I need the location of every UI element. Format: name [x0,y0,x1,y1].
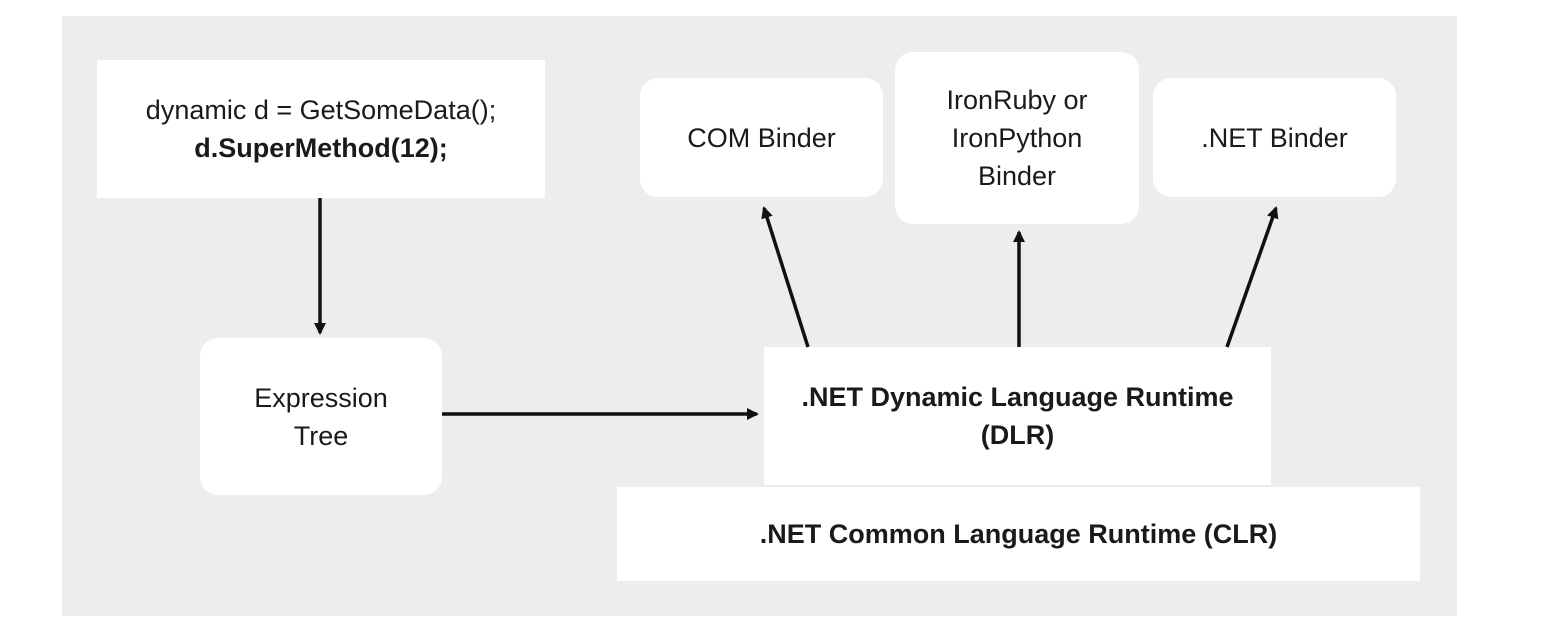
expression-tree-line-2: Tree [293,420,349,451]
dlr-box: .NET Dynamic Language Runtime (DLR) [764,347,1271,485]
net-binder-label: .NET Binder [1201,122,1348,153]
iron-binder-line-1: IronRuby or [946,85,1088,115]
iron-binder-line-2: IronPython [951,123,1083,153]
clr-label: .NET Common Language Runtime (CLR) [759,519,1278,549]
code-line-call: d.SuperMethod(12); [194,133,448,163]
iron-binder-line-3: Binder [977,161,1057,191]
expression-tree-box: Expression Tree [200,338,442,495]
code-snippet-box: dynamic d = GetSomeData(); d.SuperMethod… [97,60,545,198]
net-binder-box: .NET Binder [1153,78,1396,197]
com-binder-label: COM Binder [687,122,836,153]
ironruby-ironpython-binder-box: IronRuby or IronPython Binder [895,52,1139,224]
expression-tree-line-1: Expression [254,382,388,413]
clr-box: .NET Common Language Runtime (CLR) [617,487,1420,581]
com-binder-box: COM Binder [640,78,883,197]
dlr-line-1: .NET Dynamic Language Runtime [801,382,1234,412]
code-line-dynamic: dynamic d = GetSomeData(); [145,95,497,125]
dlr-line-2: (DLR) [980,420,1055,450]
